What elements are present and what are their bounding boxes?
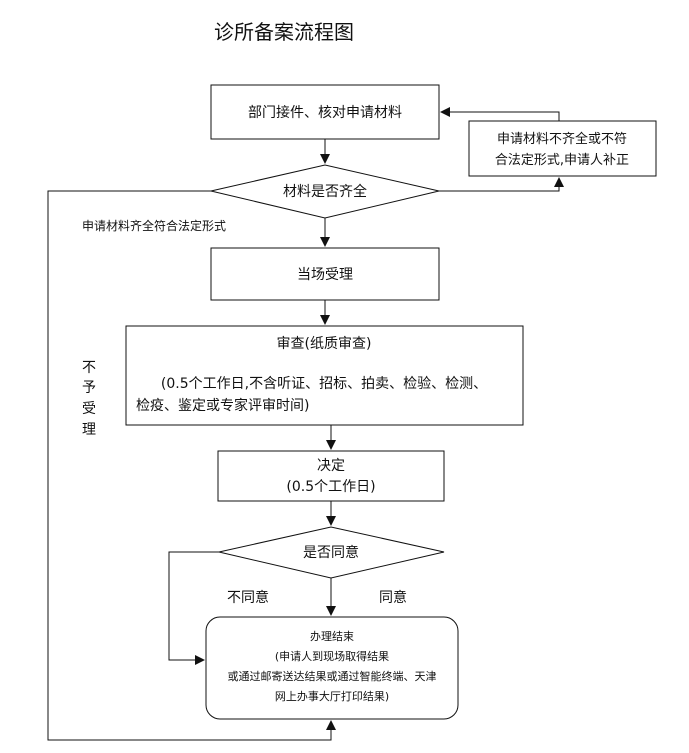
finish-label-line4: 网上办事大厅打印结果) — [275, 689, 389, 703]
supplement-label-line2: 合法定形式,申请人补正 — [495, 153, 629, 168]
page-title: 诊所备案流程图 — [214, 20, 354, 44]
arrow-disagree-to-finish — [168, 551, 219, 665]
arrow-check-to-supplement — [439, 177, 564, 192]
finish-label-line2: (申请人到现场取得结果 — [275, 649, 389, 663]
not-accept-label-char3: 受 — [82, 401, 96, 417]
decision-label-line2: (0.5个工作日) — [286, 479, 375, 495]
review-label-line1: 审查(纸质审查) — [277, 336, 372, 352]
finish-box — [205, 616, 459, 720]
check-materials-label: 材料是否齐全 — [283, 183, 367, 200]
review-label-line3: 检疫、鉴定或专家评审时间) — [136, 397, 309, 414]
finish-label-line3: 或通过邮寄送达结果或通过智能终端、天津 — [228, 669, 437, 683]
complete-label: 申请材料齐全符合法定形式 — [82, 218, 226, 233]
agree-check-diamond — [218, 526, 445, 579]
review-label-line2: (0.5个工作日,不含听证、招标、拍卖、检验、检测、 — [161, 376, 487, 392]
not-accept-label-char1: 不 — [82, 360, 96, 376]
review-box — [125, 325, 524, 426]
supplement-label-line1: 申请材料不齐全或不符 — [497, 131, 627, 147]
arrow-supplement-to-receive — [440, 107, 560, 121]
not-accept-label-char4: 理 — [82, 422, 96, 438]
agree-check-label: 是否同意 — [303, 544, 359, 561]
supplement-box — [468, 120, 657, 177]
receive-box — [210, 84, 440, 140]
finish-label-line1: 办理结束 — [310, 630, 354, 643]
agree-label: 同意 — [379, 589, 407, 606]
disagree-label: 不同意 — [227, 589, 269, 606]
receive-label: 部门接件、核对申请材料 — [248, 104, 402, 121]
decision-box — [217, 450, 445, 502]
not-accept-label-char2: 予 — [82, 380, 96, 396]
decision-label-line1: 决定 — [317, 458, 345, 474]
accept-label: 当场受理 — [297, 267, 353, 283]
accept-box — [210, 247, 440, 301]
arrow-not-accept-to-finish — [47, 190, 336, 741]
